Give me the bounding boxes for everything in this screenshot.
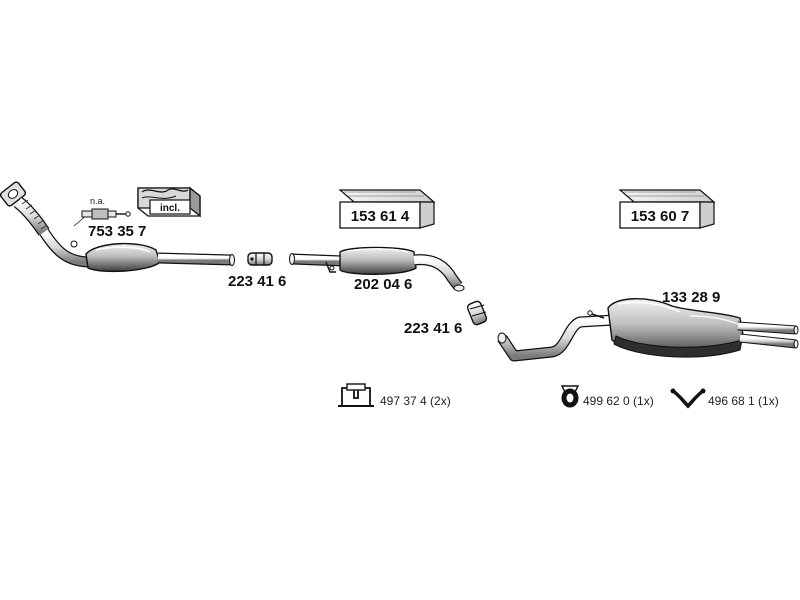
kit-label: incl. [160, 203, 180, 214]
part-number-rear-box: 153 60 7 [631, 208, 689, 225]
clamp-icon [247, 252, 273, 266]
part-number-catalytic-converter: 753 35 7 [88, 223, 146, 240]
bracket-icon [338, 383, 374, 407]
part-number-rear-silencer: 133 28 9 [662, 289, 720, 306]
part-number-front-box: 153 61 4 [351, 208, 410, 225]
part-number-clamp-middle: 223 41 6 [404, 320, 462, 337]
middle-silencer [289, 246, 465, 292]
legend-mount-bracket: 497 37 4 (2x) [380, 394, 451, 408]
box-front-silencer [338, 189, 436, 229]
hanger-icon [670, 388, 706, 409]
lambda-sensor-icon [73, 208, 131, 227]
catalytic-converter [0, 181, 235, 273]
rear-silencer [497, 298, 799, 362]
box-rear-silencer [618, 189, 716, 229]
clamp-icon [466, 300, 488, 326]
legend-hanger: 496 68 1 (1x) [708, 394, 779, 408]
part-number-middle-silencer: 202 04 6 [354, 276, 412, 293]
part-number-clamp-front: 223 41 6 [228, 273, 286, 290]
front-flange [0, 181, 27, 207]
legend-rubber-ring: 499 62 0 (1x) [583, 394, 654, 408]
lambda-note: n.a. [90, 196, 105, 206]
rubber-ring-icon [560, 385, 580, 408]
kit-box-icon [137, 186, 201, 218]
